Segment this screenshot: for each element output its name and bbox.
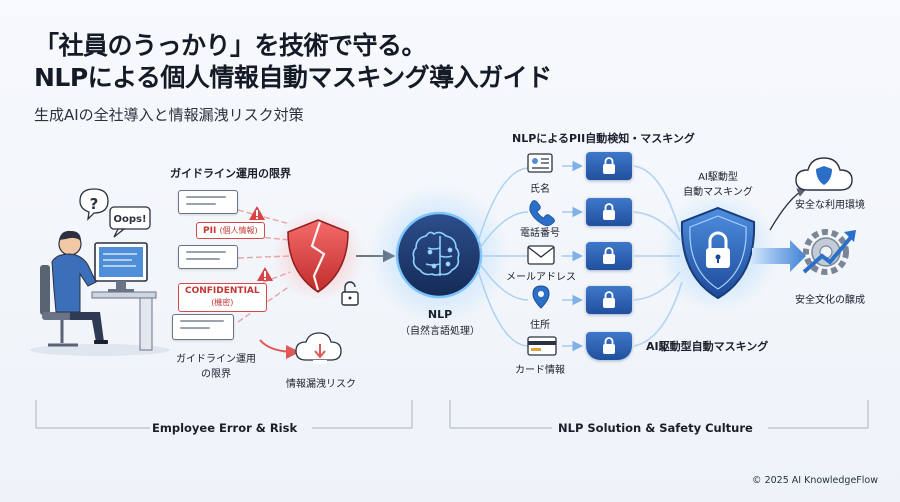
- confidential-tag-sub: (機密): [211, 298, 234, 307]
- flow-lines-nlp: [477, 167, 529, 347]
- warning-icon: [249, 206, 265, 220]
- pii-label-phone: 電話番号: [520, 228, 560, 239]
- confidential-tag-label: CONFIDENTIAL: [185, 286, 260, 296]
- unlocked-padlock-icon: [341, 281, 359, 306]
- mail-icon: [527, 245, 555, 265]
- employee-illustration: ? Oops!: [30, 188, 170, 356]
- brain-icon: [412, 231, 460, 276]
- lock-icon: [603, 291, 615, 308]
- safe-environment-label: 安全な利用環境: [795, 200, 865, 211]
- guideline-limit-label: ガイドライン運用 の限界: [164, 350, 268, 380]
- chat-bubble: [172, 314, 234, 340]
- phone-icon: [529, 200, 555, 227]
- page-subtitle: 生成AIの全社導入と情報漏洩リスク対策: [34, 106, 304, 124]
- masked-lock-box: [586, 242, 632, 270]
- copyright: © 2025 AI KnowledgeFlow: [752, 475, 878, 486]
- ai-masking-bottom-label: AI駆動型自動マスキング: [646, 340, 769, 353]
- nlp-circle: [395, 211, 483, 299]
- cloud-shield-icon: [795, 157, 853, 191]
- masked-lock-box: [586, 286, 632, 314]
- pii-label-address: 住所: [530, 320, 550, 331]
- section-label-right: NLP Solution & Safety Culture: [558, 421, 753, 435]
- pii-tag: PII (個人情報): [196, 222, 265, 239]
- nlp-label: NLP: [427, 308, 453, 321]
- page-title-line-1: 「社員のうっかり」を技術で守る。: [34, 31, 427, 60]
- chat-bubble: [178, 245, 238, 269]
- gear-growth-icon: [802, 229, 856, 275]
- section-label-left: Employee Error & Risk: [152, 421, 298, 435]
- guideline-limit-line-2: の限界: [201, 369, 231, 380]
- pii-tag-label: PII: [203, 226, 217, 236]
- broken-shield-icon: [287, 219, 349, 293]
- oops-text: Oops!: [113, 214, 146, 225]
- lock-icon: [603, 157, 615, 174]
- arrow-to-safe-env: [769, 188, 807, 231]
- masked-lock-box: [586, 152, 632, 180]
- title-block: 「社員のうっかり」を技術で守る。 NLPによる個人情報自動マスキング導入ガイド …: [34, 30, 552, 125]
- page-title-line-2: NLPによる個人情報自動マスキング導入ガイド: [34, 63, 552, 92]
- masked-shield-box: [586, 332, 632, 360]
- lock-icon: [603, 203, 615, 220]
- guideline-limit-line-1: ガイドライン運用: [176, 354, 256, 365]
- ai-masking-label: AI駆動型 自動マスキング: [672, 168, 764, 198]
- pii-label-email: メールアドレス: [506, 272, 576, 283]
- credit-card-icon: [527, 336, 557, 356]
- pii-label-card: カード情報: [515, 365, 565, 376]
- leak-cloud-icon: [295, 332, 342, 364]
- secure-shield-icon: [680, 206, 756, 300]
- section-bracket-right: [449, 400, 869, 429]
- ai-masking-line-1: AI駆動型: [698, 172, 738, 183]
- pii-label-name: 氏名: [530, 184, 550, 195]
- guideline-header: ガイドライン運用の限界: [170, 167, 291, 180]
- pii-tag-sub: (個人情報): [219, 226, 258, 235]
- leak-arrow: [259, 339, 300, 359]
- chat-bubble: [178, 190, 238, 214]
- location-pin-icon: [532, 285, 550, 309]
- pii-detection-header: NLPによるPII自動検知・マスキング: [512, 132, 695, 145]
- big-arrow-right: [752, 240, 806, 272]
- leak-risk-label: 情報漏洩リスク: [286, 379, 356, 390]
- lock-icon: [603, 337, 615, 354]
- lock-icon: [603, 247, 615, 264]
- ai-masking-line-2: 自動マスキング: [683, 187, 753, 198]
- safety-culture-label: 安全文化の醸成: [795, 295, 865, 306]
- section-bracket-left: [35, 400, 413, 429]
- confidential-tag: CONFIDENTIAL (機密): [178, 283, 267, 312]
- masked-lock-box: [586, 198, 632, 226]
- warning-icon: [257, 267, 273, 281]
- arrows-to-masks: [562, 160, 583, 352]
- svg-text:?: ?: [90, 195, 99, 213]
- nlp-sub-label: （自然言語処理）: [400, 326, 480, 337]
- id-card-icon: [527, 153, 553, 173]
